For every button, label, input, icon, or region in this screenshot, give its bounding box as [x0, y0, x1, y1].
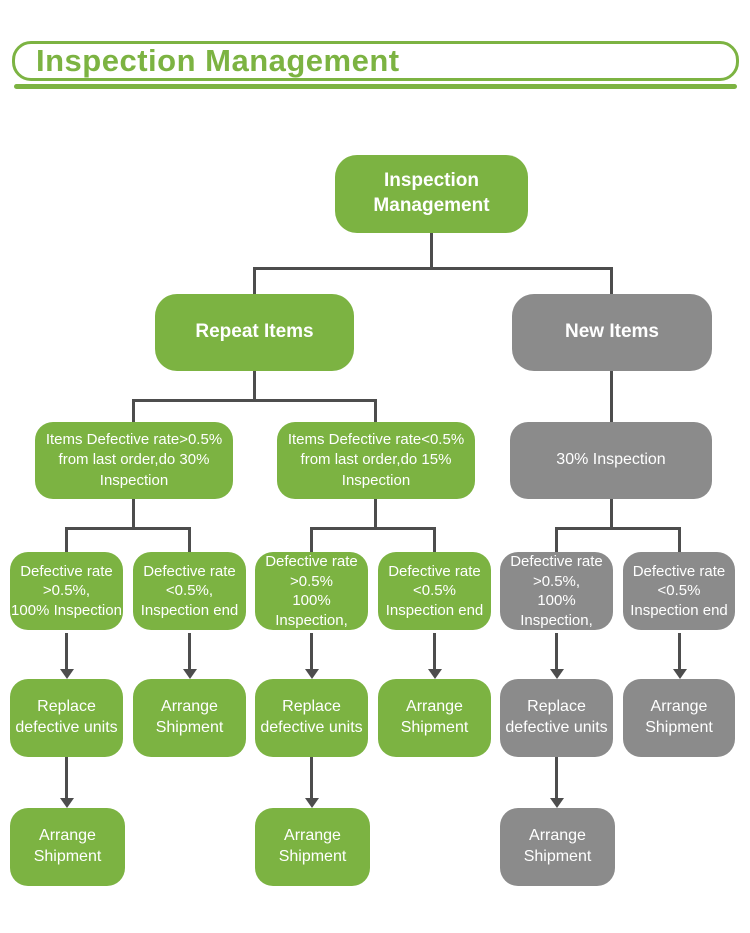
connector-line	[433, 527, 436, 552]
connector-line	[374, 399, 377, 422]
connector-arrow	[433, 633, 436, 669]
connector-arrow	[555, 757, 558, 798]
page-title: Inspection Management	[36, 43, 400, 78]
node-col3-defective-rate: Defective rate >0.5% 100% Inspection,	[255, 552, 368, 630]
connector-line	[310, 527, 436, 530]
node-new-items: New Items	[512, 294, 712, 371]
connector-line	[253, 267, 256, 294]
connector-line	[610, 267, 613, 294]
connector-arrow	[188, 633, 191, 669]
connector-arrow	[310, 633, 313, 669]
connector-line	[253, 371, 256, 402]
node-col5-final-arrange-shipment: Arrange Shipment	[500, 808, 615, 886]
node-col1-replace-defective-units: Replace defective units	[10, 679, 123, 757]
connector-arrow	[310, 757, 313, 798]
connector-line	[253, 267, 613, 270]
node-col6-arrange-shipment: Arrange Shipment	[623, 679, 735, 757]
node-repeat-high-defect-rate: Items Defective rate>0.5% from last orde…	[35, 422, 233, 499]
connector-line	[430, 233, 433, 269]
connector-line	[65, 527, 191, 530]
node-col6-defective-rate: Defective rate <0.5% Inspection end	[623, 552, 735, 630]
connector-line	[374, 499, 377, 530]
node-col3-replace-defective-units: Replace defective units	[255, 679, 368, 757]
connector-line	[610, 371, 613, 422]
connector-line	[132, 399, 377, 402]
header-outline	[12, 41, 739, 81]
node-col1-final-arrange-shipment: Arrange Shipment	[10, 808, 125, 886]
connector-line	[555, 527, 558, 552]
node-col3-final-arrange-shipment: Arrange Shipment	[255, 808, 370, 886]
node-col4-arrange-shipment: Arrange Shipment	[378, 679, 491, 757]
header-underline	[14, 84, 737, 89]
connector-line	[310, 527, 313, 552]
node-col5-replace-defective-units: Replace defective units	[500, 679, 613, 757]
node-new-items-30pct-inspection: 30% Inspection	[510, 422, 712, 499]
node-repeat-low-defect-rate: Items Defective rate<0.5% from last orde…	[277, 422, 475, 499]
connector-arrow	[65, 757, 68, 798]
connector-line	[132, 399, 135, 422]
node-col4-defective-rate: Defective rate <0.5% Inspection end	[378, 552, 491, 630]
connector-line	[610, 499, 613, 530]
connector-line	[678, 527, 681, 552]
node-col2-defective-rate: Defective rate <0.5%, Inspection end	[133, 552, 246, 630]
connector-arrow	[678, 633, 681, 669]
connector-arrow	[65, 633, 68, 669]
node-repeat-items: Repeat Items	[155, 294, 354, 371]
connector-line	[65, 527, 68, 552]
node-inspection-management: Inspection Management	[335, 155, 528, 233]
node-col2-arrange-shipment: Arrange Shipment	[133, 679, 246, 757]
connector-line	[555, 527, 681, 530]
connector-line	[132, 499, 135, 530]
connector-line	[188, 527, 191, 552]
connector-arrow	[555, 633, 558, 669]
node-col1-defective-rate: Defective rate >0.5%, 100% Inspection	[10, 552, 123, 630]
node-col5-defective-rate: Defective rate >0.5%, 100% Inspection,	[500, 552, 613, 630]
